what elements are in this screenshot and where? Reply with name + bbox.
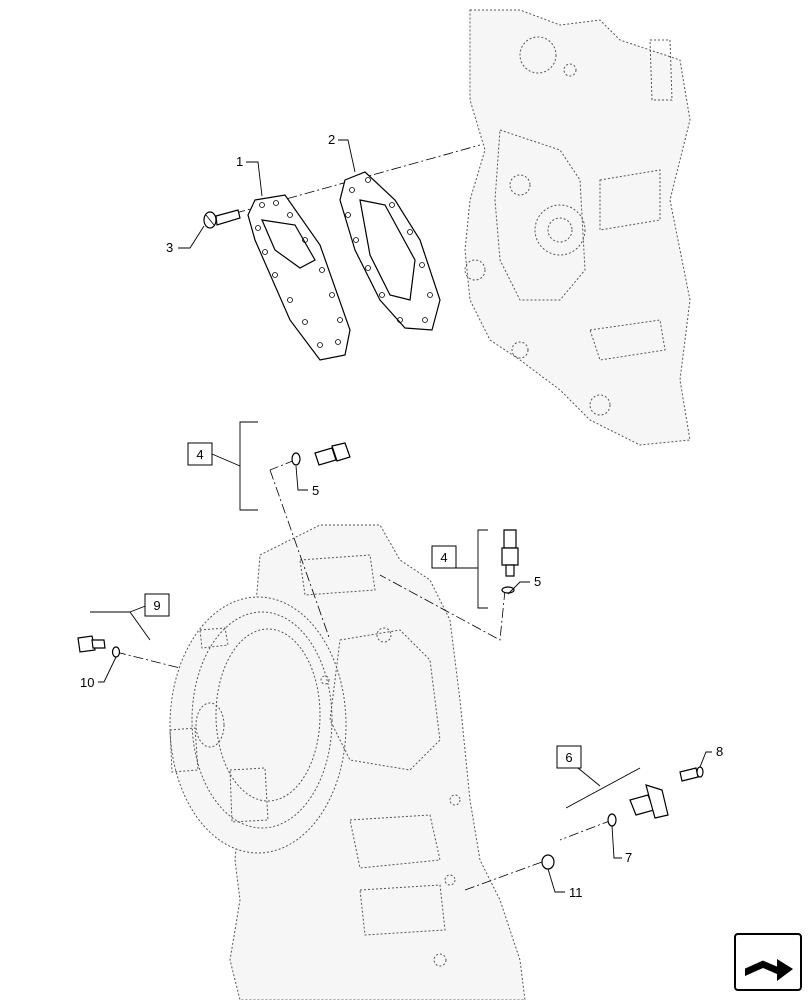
bracket-group-4-upper	[211, 421, 258, 511]
callout-10: 10	[80, 675, 94, 690]
lower-housing-ghost	[169, 524, 526, 1000]
callout-11: 11	[569, 885, 583, 900]
oring-part-5-upper	[291, 452, 301, 466]
box-label-9: 9	[144, 593, 170, 617]
svg-text:4: 4	[196, 447, 203, 462]
sensor-upper	[314, 442, 351, 466]
callout-5-middle: 5	[534, 574, 541, 589]
arrow-navigation-icon[interactable]	[733, 932, 803, 992]
callout-1: 1	[236, 154, 243, 169]
speed-sensor	[629, 784, 669, 819]
upper-housing-ghost	[464, 9, 691, 446]
oring-part-10	[111, 646, 121, 658]
ring-part-11	[541, 854, 555, 870]
oring-part-7	[607, 813, 617, 827]
bracket-group-6	[565, 767, 641, 809]
gasket-part-2	[339, 171, 441, 331]
svg-text:6: 6	[565, 750, 572, 765]
box-label-4-middle: 4	[431, 545, 457, 569]
leader-lines	[98, 139, 712, 893]
callout-3: 3	[166, 240, 173, 255]
sensor-middle	[501, 529, 519, 577]
cover-plate-part-1	[247, 194, 351, 361]
bracket-group-4-middle	[456, 529, 488, 609]
box-label-4-upper: 4	[187, 442, 213, 466]
fitting-part-9	[77, 635, 106, 653]
callout-8: 8	[716, 744, 723, 759]
bracket-group-9	[90, 604, 151, 641]
callout-5-upper: 5	[312, 483, 319, 498]
screw-part-3	[203, 209, 241, 229]
callout-7: 7	[625, 850, 632, 865]
svg-text:4: 4	[440, 550, 447, 565]
bolt-part-8	[679, 766, 704, 782]
box-label-6: 6	[556, 745, 582, 769]
callout-2: 2	[328, 132, 335, 147]
svg-text:9: 9	[153, 598, 160, 613]
